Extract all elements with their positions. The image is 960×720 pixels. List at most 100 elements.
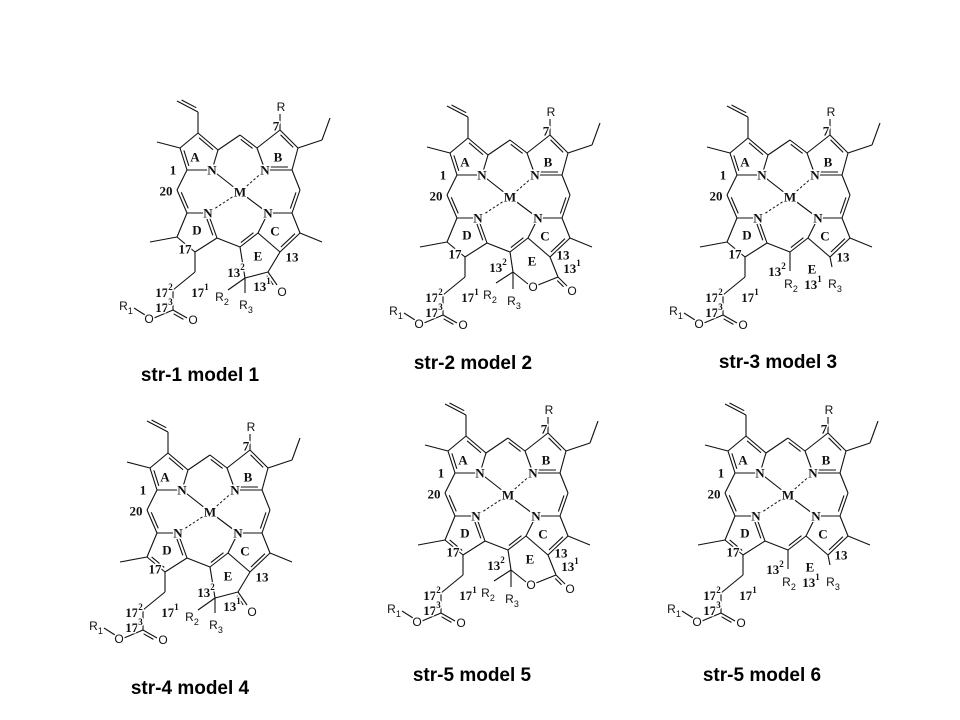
meso-double-second [557,495,565,512]
bond-d [176,212,188,238]
bond-d [742,540,766,556]
label-17-2-sup: 2 [438,287,443,297]
bond-d [726,241,746,258]
r1-label-base: R [669,304,678,318]
nitrogen-b: N [530,168,540,183]
label-13-2: 132 [197,582,215,600]
ethyl-bond [845,442,871,452]
ester-bond [423,314,444,324]
nitrogen-a: N [755,466,765,481]
meso-double-second [240,232,254,243]
bond-b [804,450,814,474]
r3-label-base: R [828,277,837,291]
nitrogen-a: N [475,466,485,481]
carbonyl-bond-second [173,313,184,320]
bond-a-second [153,470,160,486]
metal-bond-dashed [207,191,241,214]
bond-d-second [151,556,165,568]
methyl-a [156,141,181,149]
methyl-a [704,444,729,452]
carbonyl-bond [722,314,738,324]
bond-d [444,539,464,556]
metal-bond [211,169,241,193]
label-7: 7 [273,119,280,134]
meso-double [789,237,809,253]
meso-bond [146,489,158,511]
label-17-2-sup: 2 [716,585,721,595]
bond-a-second [468,142,484,156]
label-13-1-sup: 1 [574,556,579,566]
meso-double-second [508,535,522,546]
ring-e-label: E [806,560,815,575]
bond-a [759,452,767,474]
vinyl-double-second [181,99,197,109]
bond-b [279,129,299,149]
ring-e [509,251,514,273]
bond-a [479,452,487,474]
metal-bond [481,174,511,198]
meso-bond [487,139,511,156]
r2-label-base: R [784,277,793,291]
r2-label: R2 [215,290,229,307]
bond-b [526,134,551,154]
label-17-1-base: 17 [459,588,473,603]
ester-oxygen: O [412,615,421,629]
bond-b [524,432,549,452]
meso-double-second [730,197,739,214]
bond-b [841,152,849,176]
meso-double [146,509,158,534]
bond-c-second [548,536,564,551]
label-13-1-sup: 1 [815,572,820,582]
meso-double [239,232,259,248]
metal-bond [787,494,817,517]
metal-bond-dashed [209,489,236,513]
r3-label: R3 [209,618,223,635]
meso-double-second [180,192,189,209]
label-20: 20 [130,504,143,519]
ethyl-bond [591,122,601,146]
bond-c [559,515,569,537]
r3-label-base: R [507,294,516,308]
meso-double [444,492,456,517]
r3-label-sub: 3 [516,301,521,311]
r-label: R [277,100,286,114]
r2-label-sub: 2 [492,295,497,305]
label-13-2-sup: 2 [210,582,215,592]
bond-a [179,147,188,171]
label-17-3: 173 [425,302,443,320]
label-20: 20 [428,487,441,502]
label-1: 1 [140,483,147,498]
methyl-c [567,535,591,546]
r1-label-base: R [119,299,128,313]
label-17-1: 171 [739,585,757,603]
label-17-2: 172 [705,287,723,305]
label-17: 17 [727,545,741,560]
meso-double [176,189,188,214]
metal-bond [479,472,509,496]
r2-label-sub: 2 [793,284,798,294]
label-7: 7 [543,124,550,139]
metal-bond-dashed [507,472,534,496]
label-17-3-base: 17 [425,305,439,320]
r-label: R [547,105,556,119]
bond-a [447,435,467,452]
bond-d [177,532,188,559]
label-17-1-sup: 1 [754,287,759,297]
metal-bond-dashed [239,169,266,193]
vinyl-double-second [151,419,167,429]
vinyl-double [146,420,169,433]
meso-double [209,454,228,469]
meso-bond [841,174,851,196]
r3-label-sub: 3 [837,284,842,294]
meso-double [787,535,807,551]
r1-label: R1 [667,602,681,619]
label-13-1: 131 [563,258,581,276]
meso-double [561,194,571,219]
r2-label-base: R [782,575,791,589]
bond-b [559,450,567,474]
bond-d-second [729,539,743,551]
metal-bond [509,196,539,219]
ring-b-label: B [542,453,551,468]
carbonyl-bond [720,612,736,622]
meso-double-second [210,552,224,563]
